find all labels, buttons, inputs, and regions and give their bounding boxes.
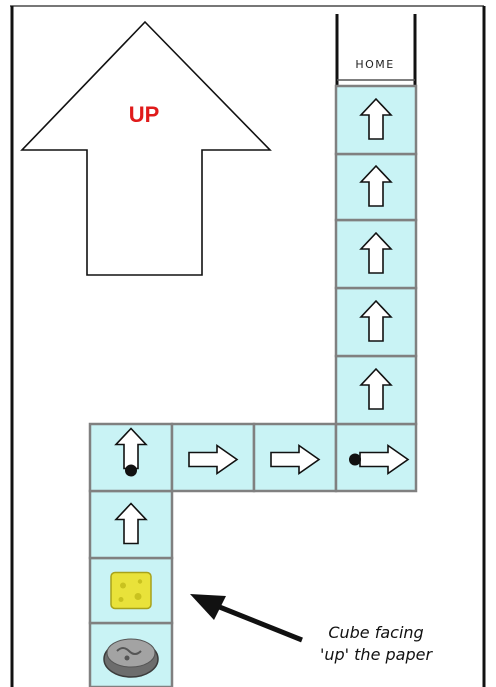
pointer-arrow-shaft <box>212 604 302 640</box>
path-cell <box>336 288 416 356</box>
path-cell <box>90 623 172 687</box>
path-cell <box>90 491 172 558</box>
path-cell <box>90 558 172 623</box>
path-cell <box>336 424 416 491</box>
path-cell <box>336 220 416 288</box>
caption: Cube facing 'up' the paper <box>296 622 456 666</box>
cheese-cube-icon <box>111 573 151 609</box>
direction-label: UP <box>112 102 176 128</box>
home-label: HOME <box>337 58 413 71</box>
path-cell <box>336 356 416 424</box>
path-cell <box>90 424 172 491</box>
path-cell <box>336 86 416 154</box>
caption-line-2: 'up' the paper <box>296 644 456 666</box>
path-cell <box>172 424 254 491</box>
marker-dot-icon <box>125 465 137 477</box>
path-cell <box>336 154 416 220</box>
caption-line-1: Cube facing <box>296 622 456 644</box>
big-up-arrow-icon <box>22 22 270 275</box>
path-cell <box>254 424 336 491</box>
stone-token-icon <box>104 639 158 677</box>
marker-dot-icon <box>349 454 361 466</box>
